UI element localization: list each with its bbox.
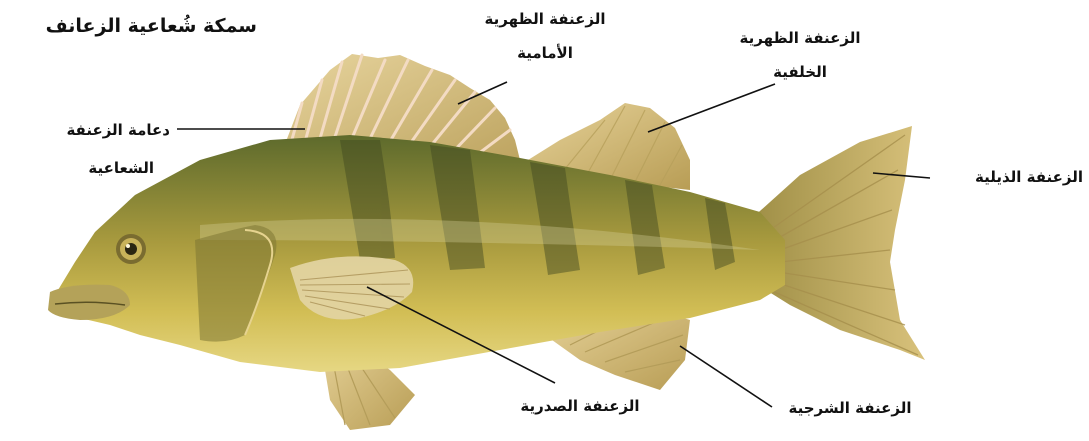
label-posterior-dorsal-fin-line2: الخلفية	[773, 62, 827, 82]
label-fin-ray-line2: الشعاعية	[22, 158, 154, 178]
label-anterior-dorsal-fin-line2: الأمامية	[517, 43, 573, 63]
label-anal-fin: الزعنفة الشرجية	[789, 398, 912, 418]
label-pectoral-fin: الزعنفة الصدرية	[520, 396, 639, 416]
leader-line-anal	[680, 346, 772, 407]
label-posterior-dorsal-fin-line1: الزعنفة الظهرية	[740, 28, 861, 48]
leader-line-posterior-dorsal	[648, 84, 775, 132]
label-anterior-dorsal-fin-line1: الزعنفة الظهرية	[485, 9, 606, 29]
diagram-title: سمكة شُعاعية الزعانف	[12, 16, 257, 36]
label-fin-ray-line1: دعامة الزعنفة	[22, 120, 170, 140]
label-caudal-fin: الزعنفة الذيلية	[935, 167, 1083, 187]
